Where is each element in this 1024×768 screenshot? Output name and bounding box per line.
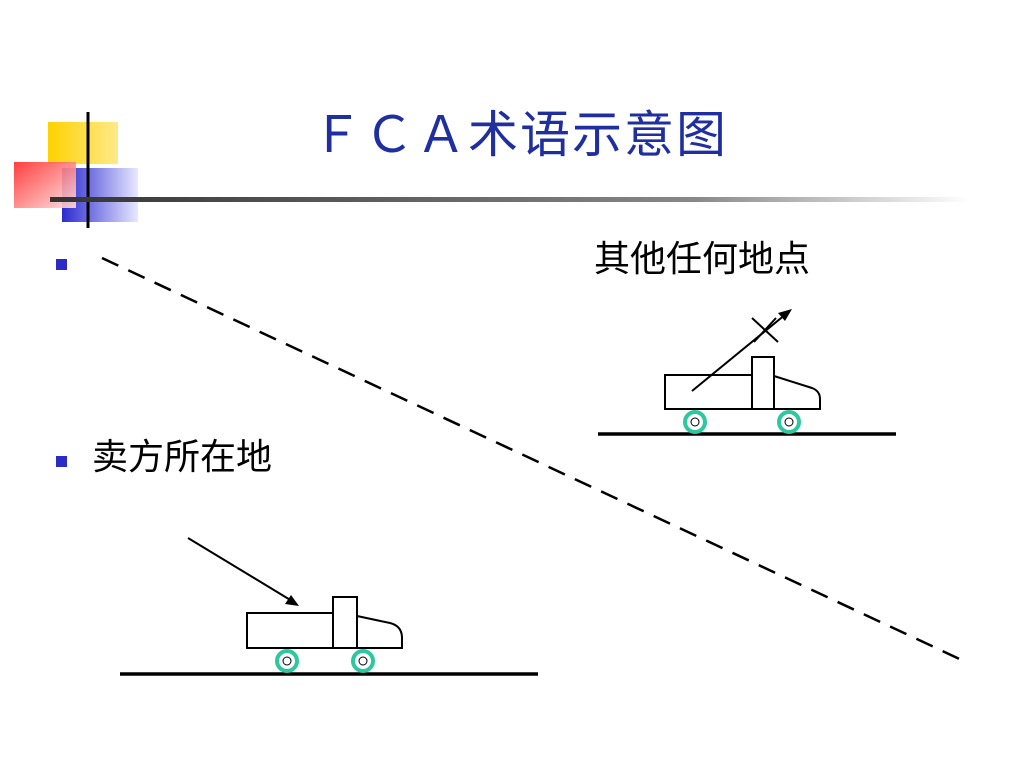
truck-icon: [246, 596, 403, 673]
overlapping-squares-icon: [14, 112, 138, 228]
dashed-divider-line: [101, 256, 967, 664]
blocked-arrow: [691, 309, 792, 392]
seller-location-label: 卖方所在地: [92, 437, 273, 478]
delivery-arrow: [187, 537, 299, 606]
bullet-marker: [56, 456, 67, 467]
title-rule: [50, 197, 970, 202]
bullet-marker: [56, 259, 67, 270]
page-title: ＦＣＡ术语示意图: [312, 106, 728, 164]
other-location-label: 其他任何地点: [594, 239, 811, 280]
cross-mark-icon: [751, 317, 779, 343]
truck-icon: [664, 356, 821, 434]
